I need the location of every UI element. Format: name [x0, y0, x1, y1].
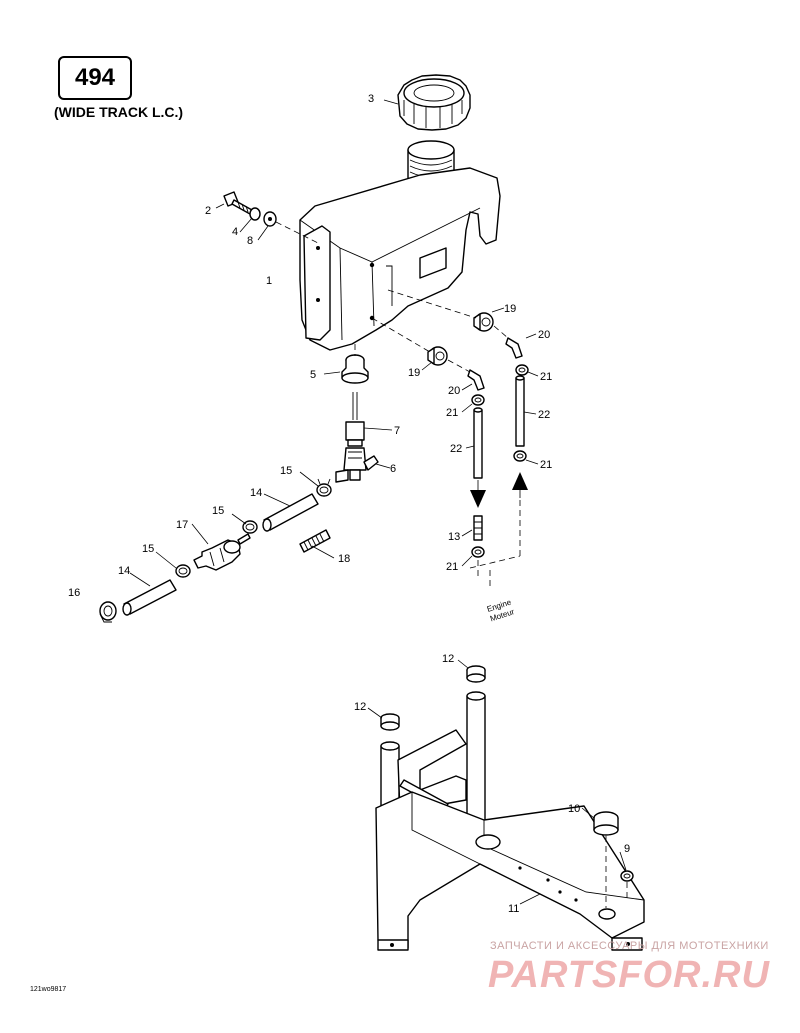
callout-7: 7: [394, 425, 400, 437]
callout-21-b: 21: [446, 407, 458, 419]
clip-21-d: [471, 546, 485, 558]
callout-4: 4: [232, 226, 238, 238]
callout-15-c: 15: [142, 543, 154, 555]
callout-22-b: 22: [450, 443, 462, 455]
arrow-down-icon: [470, 480, 486, 508]
dashed-connection-lines: [354, 289, 509, 373]
hose-lower: [122, 579, 177, 616]
hose-clip-16: [99, 601, 117, 623]
callout-12-b: 12: [354, 701, 366, 713]
clip-21-a: [515, 364, 529, 376]
spring-18: [299, 529, 331, 553]
callout-14-b: 14: [118, 565, 130, 577]
tank-support-bracket: [375, 691, 645, 951]
callout-10: 10: [568, 803, 580, 815]
callout-16: 16: [68, 587, 80, 599]
callout-17: 17: [176, 519, 188, 531]
callout-5: 5: [310, 369, 316, 381]
callout-20-a: 20: [538, 329, 550, 341]
callout-18: 18: [338, 553, 350, 565]
grommet-19-lower: [427, 346, 448, 366]
callout-13: 13: [448, 531, 460, 543]
hose-22-right: [515, 375, 525, 447]
callout-19-a: 19: [504, 303, 516, 315]
fuel-filter: [193, 533, 251, 571]
fuel-tank: [299, 140, 501, 351]
grommet-10: [593, 811, 619, 836]
tank-cap: [397, 74, 471, 131]
elbow-fitting-lower: [467, 369, 485, 391]
watermark-tagline: ЗАПЧАСТИ И АКСЕССУАРЫ ДЛЯ МОТОТЕХНИКИ: [490, 940, 769, 952]
engine-label: Engine Moteur: [486, 597, 516, 623]
model-label: (WIDE TRACK L.C.): [54, 104, 184, 120]
mounting-screw: [223, 191, 321, 245]
callout-19-b: 19: [408, 367, 420, 379]
leader-lines: [129, 99, 627, 905]
callout-6: 6: [390, 463, 396, 475]
grommet-19-upper: [473, 312, 494, 332]
hose-22-left: [473, 407, 483, 479]
callout-15-b: 15: [212, 505, 224, 517]
check-valve-13: [473, 515, 483, 541]
callout-21-c: 21: [540, 459, 552, 471]
page-number-box: 494: [58, 56, 132, 100]
arrow-up-icon: [512, 472, 528, 498]
callout-1: 1: [266, 275, 272, 287]
fuel-shutoff-valve: [335, 392, 379, 483]
page-number: 494: [74, 64, 116, 91]
callout-20-b: 20: [448, 385, 460, 397]
callout-8: 8: [247, 235, 253, 247]
clamp-lower: [175, 564, 191, 578]
callout-9: 9: [624, 843, 630, 855]
nut-9: [605, 836, 634, 908]
callout-11: 11: [508, 903, 519, 915]
tank-grommet: [341, 354, 369, 384]
callout-12-a: 12: [442, 653, 454, 665]
hose-upper: [262, 493, 319, 532]
cap-12-upper: [466, 665, 486, 683]
callout-14-a: 14: [250, 487, 262, 499]
clip-21-b: [471, 394, 485, 406]
watermark-logo: PARTSFOR.RU: [488, 954, 770, 996]
cap-12-lower: [380, 713, 400, 731]
clamp-middle: [242, 520, 258, 534]
callout-numbers: 3 2 4 8 1 5 7 6 15 14 15 17 15 14 16 18 …: [68, 93, 630, 915]
clamp-upper: [316, 478, 332, 497]
callout-2: 2: [205, 205, 211, 217]
elbow-fitting-upper: [505, 337, 523, 359]
callout-15-a: 15: [280, 465, 292, 477]
clip-21-c: [513, 450, 527, 462]
callout-22-a: 22: [538, 409, 550, 421]
callout-3: 3: [368, 93, 374, 105]
engine-connection-lines: [469, 500, 521, 590]
drawing-code: 121wo9817: [30, 986, 67, 993]
callout-21-d: 21: [446, 561, 458, 573]
callout-21-a: 21: [540, 371, 552, 383]
